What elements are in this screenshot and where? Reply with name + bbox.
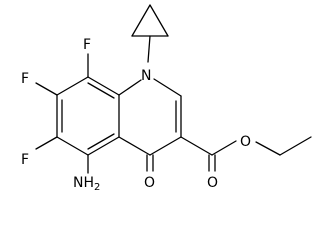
atom-label-f6: F [21, 152, 29, 168]
bond [147, 35, 151, 63]
ester-group [180, 136, 312, 172]
bond [180, 136, 213, 156]
atom-label-o4: O [144, 175, 155, 191]
bond [118, 79, 142, 96]
amino-label: NH2 [73, 175, 100, 193]
bond [279, 136, 312, 156]
atom-label-o-ester: O [240, 134, 251, 150]
atom-label-n1: N [141, 68, 151, 84]
bond [255, 141, 281, 156]
atom-label-f8: F [83, 37, 91, 53]
bond [87, 133, 115, 150]
fluorine-bonds [35, 53, 89, 150]
bond [87, 82, 115, 99]
bond [153, 78, 182, 97]
molecule-diagram: F F F N O O O NH2 [21, 4, 312, 193]
bond [149, 136, 182, 156]
bond [87, 136, 120, 156]
amino-subscript: 2 [94, 182, 100, 193]
ketone-group [146, 154, 154, 172]
pyridone-ring [118, 78, 182, 156]
bond [149, 4, 169, 37]
bond [35, 136, 58, 150]
benzene-ring [56, 76, 120, 156]
atom-label-f7: F [21, 71, 29, 87]
bond [35, 82, 58, 96]
atom-label-o-carbonyl: O [207, 175, 218, 191]
structure-svg: F F F N O O O NH2 [21, 4, 312, 193]
bond [118, 136, 151, 156]
bond [131, 4, 151, 37]
bond [87, 76, 120, 96]
cyclopropyl-ring [131, 4, 169, 63]
bond [56, 136, 89, 156]
bond [211, 140, 237, 156]
bond [56, 76, 89, 96]
amino-nh: NH [73, 175, 94, 191]
